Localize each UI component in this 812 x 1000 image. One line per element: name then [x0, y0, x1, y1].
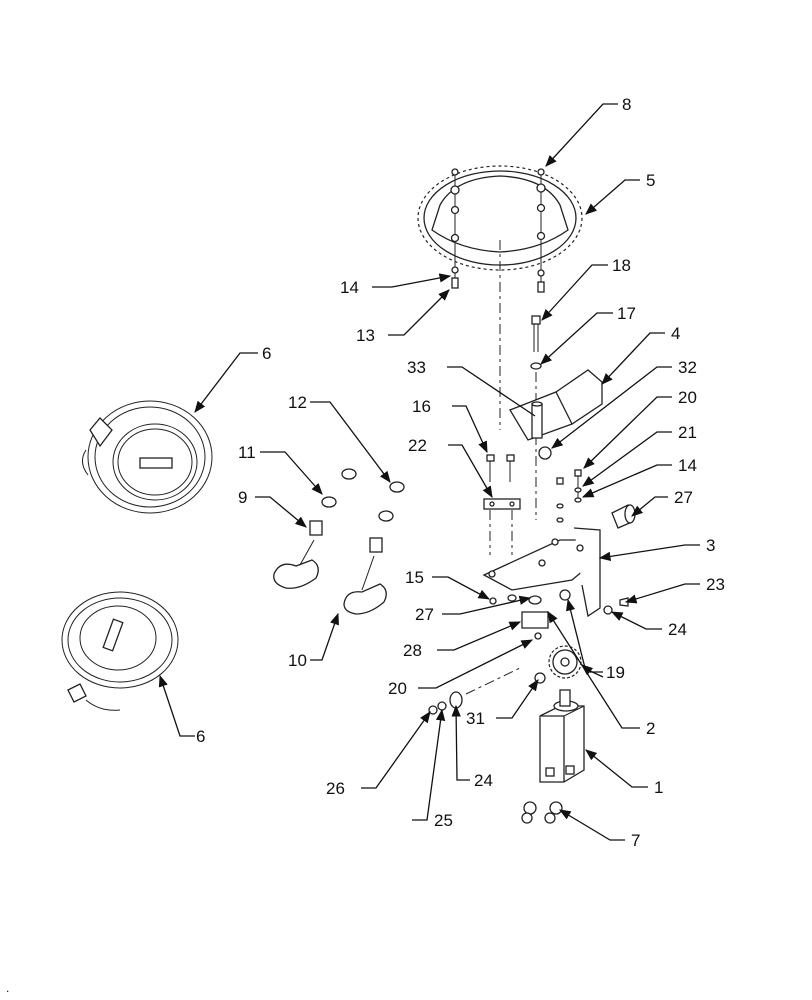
callout-1: 1 [654, 778, 663, 797]
callout-20b: 20 [388, 679, 407, 698]
callout-15: 15 [405, 568, 424, 587]
drive-hardware [489, 589, 582, 684]
callout-4: 4 [671, 324, 680, 343]
callout-6b: 6 [196, 727, 205, 746]
ring-gear [417, 165, 583, 430]
corner-mark: . [6, 981, 9, 995]
hose-coil-upper [82, 400, 213, 514]
callout-28: 27 [415, 605, 434, 624]
motor [521, 689, 585, 824]
washer-stack [428, 667, 521, 715]
callout-12: 12 [288, 393, 307, 412]
callout-22: 22 [408, 436, 427, 455]
callout-2: 2 [646, 719, 655, 738]
callout-3: 3 [706, 536, 715, 555]
leader-lines [158, 103, 700, 841]
callout-19: 19 [606, 663, 625, 682]
couplers [273, 468, 405, 615]
callout-20a: 20 [678, 388, 697, 407]
callout-24b: 24 [474, 771, 493, 790]
bolt-assembly [530, 315, 542, 520]
sprocket [548, 645, 582, 679]
callout-7: 7 [631, 831, 640, 850]
callout-5: 5 [646, 171, 655, 190]
cover-block [509, 369, 603, 441]
callout-6a: 6 [262, 344, 271, 363]
callout-32: 32 [678, 358, 697, 377]
callout-21: 21 [678, 423, 697, 442]
callout-8: 8 [622, 95, 631, 114]
callout-16: 16 [412, 397, 431, 416]
callout-31: 31 [466, 709, 485, 728]
callout-25: 25 [434, 811, 453, 830]
callout-17: 17 [617, 304, 636, 323]
callout-18: 18 [612, 256, 631, 275]
callout-labels: 8 5 14 13 18 17 4 33 32 20 16 21 22 14 2… [6, 95, 725, 995]
callout-14b: 14 [678, 456, 697, 475]
callout-26: 26 [326, 779, 345, 798]
small-hardware [556, 469, 636, 529]
callout-30: 28 [403, 641, 422, 660]
callout-13: 13 [356, 326, 375, 345]
callout-11: 11 [238, 443, 256, 462]
callout-9: 9 [238, 488, 247, 507]
callout-33: 33 [407, 358, 426, 377]
callout-10: 10 [288, 651, 307, 670]
bracket-bolts [483, 446, 552, 555]
hose-coil-lower [61, 591, 179, 711]
mounting-bracket [482, 527, 629, 618]
callout-24a: 24 [668, 620, 687, 639]
callout-27: 27 [674, 488, 693, 507]
callout-23: 23 [706, 575, 725, 594]
callout-14a: 14 [340, 278, 359, 297]
